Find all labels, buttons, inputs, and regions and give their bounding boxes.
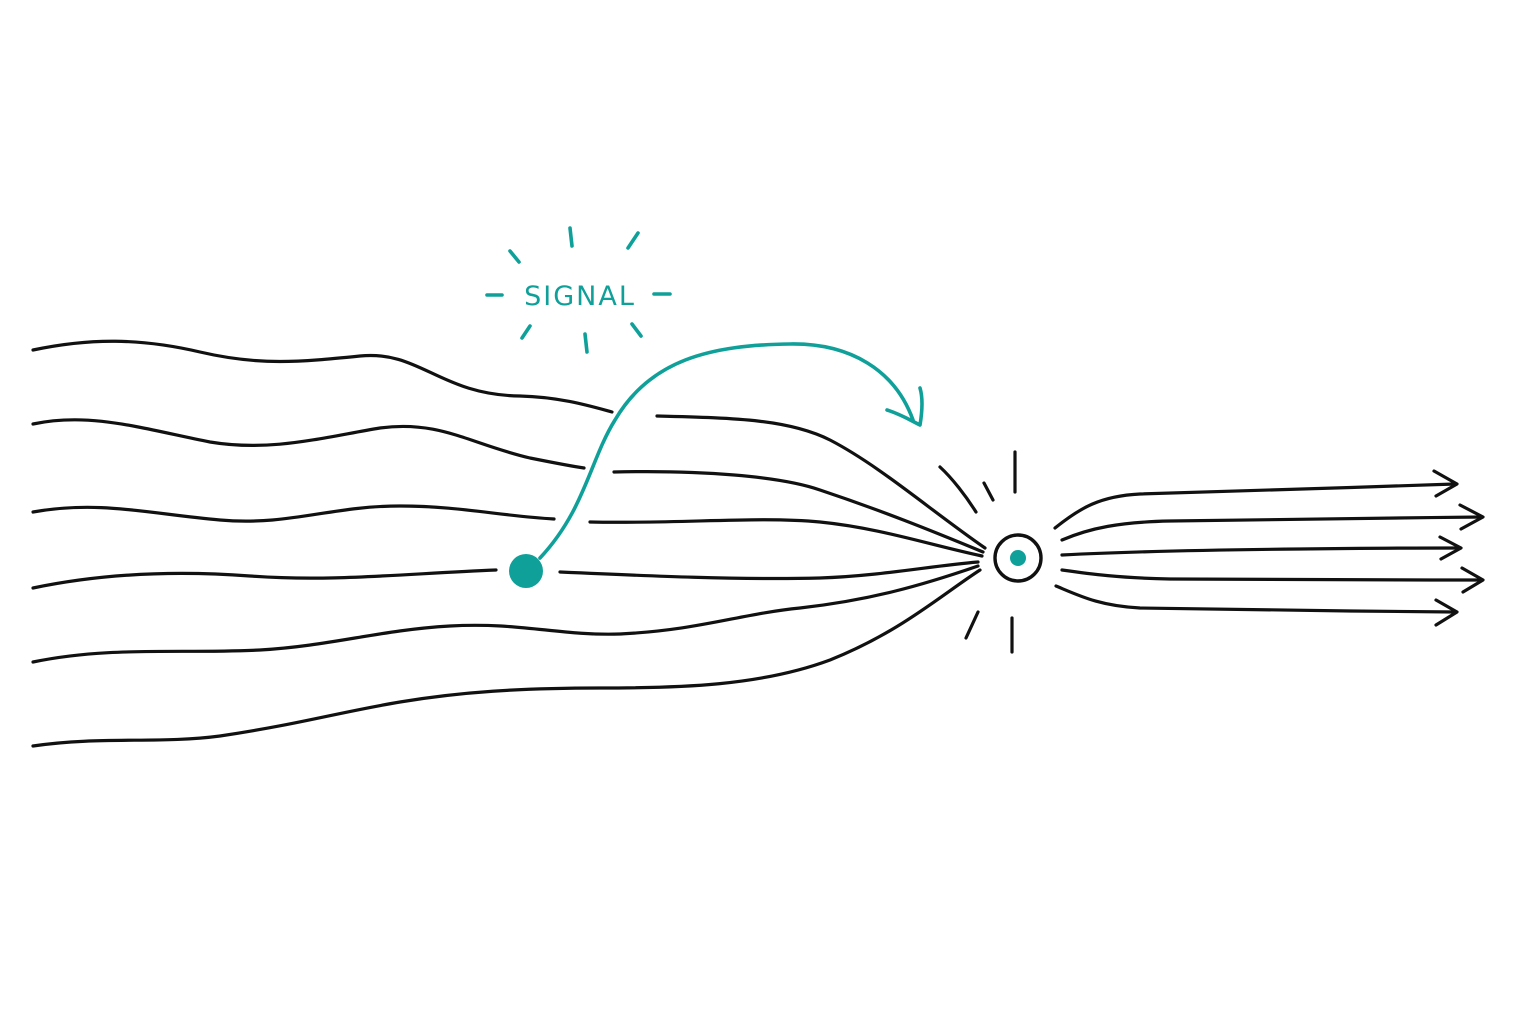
- outgoing-arrow-1-head: [1432, 469, 1459, 498]
- outgoing-arrow-4-head: [1460, 566, 1485, 594]
- outgoing-arrow-2-head: [1458, 503, 1485, 531]
- outgoing-arrow-5-head: [1434, 598, 1459, 627]
- ringed-node-icon: [993, 533, 1043, 583]
- signal-path: [538, 342, 924, 560]
- outgoing-arrow-4: [1060, 568, 1484, 582]
- outgoing-arrow-2: [1060, 515, 1484, 542]
- signal-arrowhead: [885, 386, 924, 427]
- signal-label-group: SIGNAL: [485, 226, 672, 354]
- target-node-core: [1010, 550, 1026, 566]
- outgoing-arrow-3-head: [1438, 535, 1463, 561]
- incoming-stream-3: [31, 504, 556, 523]
- signal-label: SIGNAL: [524, 281, 636, 312]
- outgoing-arrow-1: [1053, 482, 1457, 530]
- incoming-stream-4-continued: [558, 560, 980, 581]
- filled-dot-icon: [509, 554, 543, 588]
- outgoing-streams: [1053, 469, 1485, 627]
- incoming-stream-6: [31, 568, 982, 748]
- radiating-burst-icon: [938, 450, 1017, 654]
- incoming-stream-4: [31, 568, 498, 590]
- outgoing-arrow-5: [1054, 584, 1457, 614]
- incoming-stream-5: [31, 564, 980, 664]
- incoming-stream-3-continued: [588, 518, 984, 558]
- incoming-stream-1-continued: [655, 414, 987, 550]
- incoming-streams: [31, 339, 987, 748]
- incoming-stream-1: [31, 339, 614, 414]
- incoming-stream-2-continued: [612, 470, 985, 554]
- outgoing-arrow-3: [1060, 546, 1462, 557]
- signal-jump-curve: [538, 342, 915, 560]
- incoming-stream-2: [31, 418, 586, 470]
